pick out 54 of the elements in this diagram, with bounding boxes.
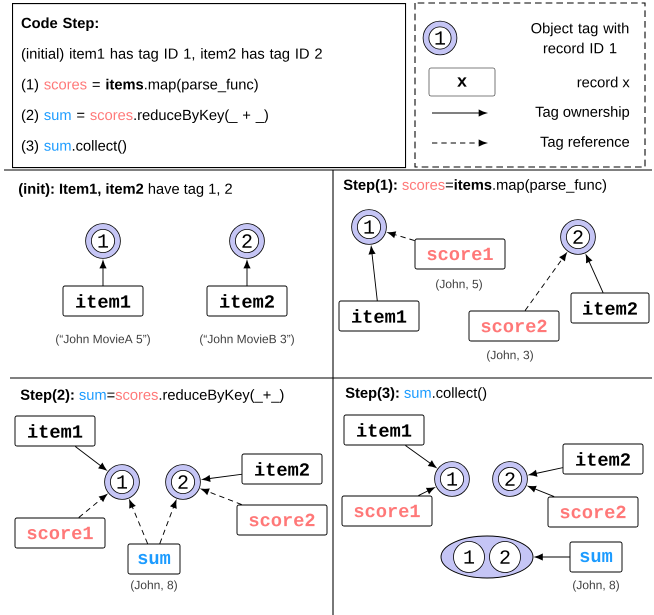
arrow — [534, 554, 570, 560]
arrow — [244, 260, 250, 286]
record-value: (John, 5) — [436, 279, 482, 291]
arrow — [202, 474, 242, 482]
legend-record-sample: x — [428, 68, 496, 96]
arrow — [159, 500, 177, 544]
record-box: item1 — [62, 286, 144, 316]
record-box: item1 — [344, 414, 424, 446]
arrow — [201, 488, 242, 506]
record-box: item2 — [206, 286, 288, 316]
step-title: Step(2): sum=scores.reduceByKey(_+_) — [20, 389, 284, 403]
arrow — [100, 260, 106, 286]
record-box: sum — [570, 542, 622, 572]
legend-text: Object tag with record ID 1 — [531, 22, 628, 54]
record-box: score1 — [414, 238, 506, 270]
arrow — [524, 252, 567, 311]
record-box: score1 — [342, 496, 432, 526]
record-box: item2 — [242, 454, 322, 484]
legend-tag-sample: 1 — [422, 20, 458, 56]
label: scores — [116, 392, 158, 400]
legend-text: Tag reference — [540, 136, 630, 150]
arrow — [418, 487, 435, 496]
record-box: item1 — [338, 300, 420, 332]
record-value: (John, 8) — [131, 580, 177, 592]
record-box: sum — [128, 544, 180, 574]
record-value: (“John MovieA 5”) — [56, 334, 150, 346]
arrow — [528, 467, 563, 477]
arrow — [528, 486, 555, 497]
arrow — [74, 446, 107, 470]
record-box: item2 — [570, 292, 650, 324]
legend-text: record x — [578, 76, 630, 88]
record-box: score1 — [14, 518, 106, 548]
step-title: Step(3): sum.collect() — [346, 387, 486, 401]
record-box: score2 — [468, 310, 560, 342]
record-box: score2 — [548, 496, 638, 528]
code-box: Code Step: (initial) item1 has tag ID 1, item2 has tag ID 2 (1) scores = items.map(parse_func) (2) sum = scores.reduceByKey(_ + _) (3) sum.collect() — [12, 3, 406, 168]
record-box: item1 — [14, 416, 96, 446]
record-box: score2 — [236, 504, 328, 536]
arrow — [368, 246, 378, 301]
record-value: (John, 3) — [487, 350, 533, 362]
record-value: (“John MovieB 3”) — [200, 334, 294, 346]
label: .reduceByKey(_+_) — [160, 389, 284, 403]
record-value: (John, 8) — [573, 580, 619, 592]
label: = — [107, 392, 114, 398]
legend-text: Tag ownership — [536, 106, 630, 120]
arrow — [129, 500, 148, 544]
step-title: (init): Item1, item2 have tag 1, 2 — [19, 183, 232, 197]
arrow — [388, 231, 415, 241]
arrow — [405, 445, 436, 468]
arrow — [78, 494, 108, 518]
record-box: item2 — [562, 444, 644, 474]
label: sum — [79, 392, 106, 400]
arrow — [586, 254, 604, 293]
step-title: Step(1): scores=items.map(parse_func) — [344, 179, 606, 193]
